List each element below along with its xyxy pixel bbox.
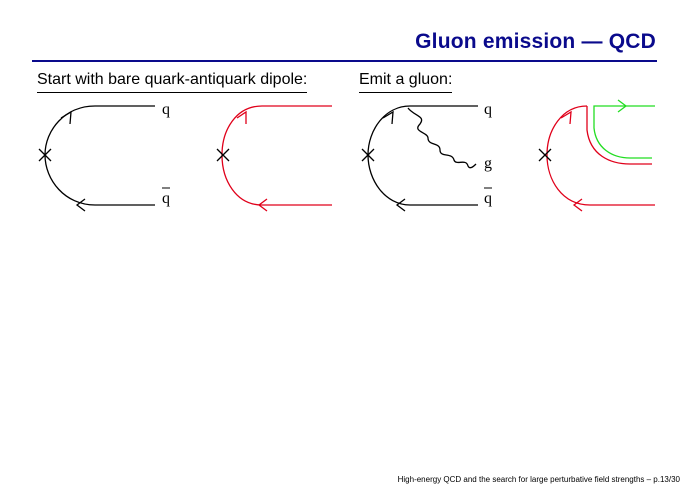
- label-antiquark: q: [484, 190, 492, 207]
- vertex-cross-icon: [538, 148, 552, 162]
- antiquark-arrow-icon: [75, 198, 86, 212]
- diagram-gluon-emission: [361, 105, 478, 212]
- gluon-line: [407, 107, 477, 169]
- quark-arrow-icon: [382, 110, 394, 125]
- antiquark-arrow-icon: [395, 198, 406, 212]
- vertex-cross-icon: [216, 148, 230, 162]
- vertex-cross-icon: [361, 148, 375, 162]
- colour-arrow-red-bottom-icon: [572, 198, 583, 212]
- colour-line-red-upper: [546, 105, 655, 206]
- label-quark: q: [162, 101, 170, 118]
- title-underline: [32, 60, 657, 62]
- slide-footer: High-energy QCD and the search for large…: [397, 475, 680, 484]
- colour-line-red-gluon: [586, 106, 652, 165]
- label-quark: q: [484, 101, 492, 118]
- diagram-bare-colour-flow: [221, 105, 332, 212]
- caption-emit-gluon: Emit a gluon:: [359, 71, 453, 93]
- diagram-bare-dipole: [38, 105, 155, 212]
- colour-arrow-green-icon: [617, 99, 628, 113]
- colour-arrow-top-icon: [236, 110, 247, 124]
- slide-title: Gluon emission — QCD: [415, 30, 656, 53]
- colour-arrow-red-top-icon: [560, 110, 572, 125]
- quark-arrow-icon: [60, 110, 72, 125]
- caption-bare-dipole: Start with bare quark-antiquark dipole:: [37, 71, 308, 93]
- colour-arrow-bottom-icon: [257, 198, 268, 212]
- colour-line-green: [593, 105, 655, 159]
- label-antiquark: q: [162, 190, 170, 207]
- quark-antiquark-line: [44, 105, 155, 206]
- colour-line: [221, 105, 332, 206]
- diagram-gluon-colour-flow: [546, 99, 655, 212]
- vertex-cross-icon: [38, 148, 52, 162]
- label-gluon: g: [484, 155, 492, 172]
- quark-antiquark-line: [367, 105, 478, 206]
